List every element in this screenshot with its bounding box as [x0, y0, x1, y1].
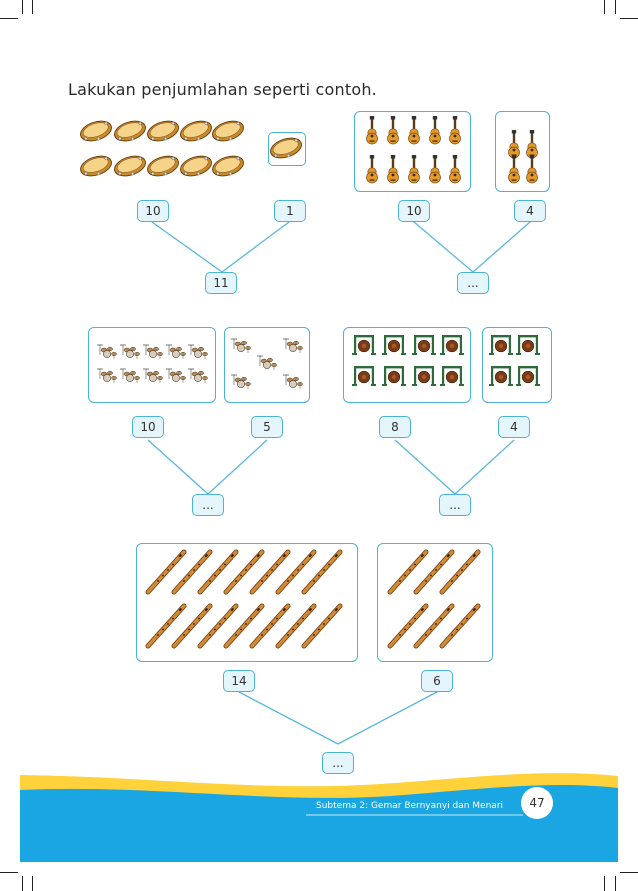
crop-mark — [604, 0, 605, 14]
crop-mark — [0, 872, 18, 873]
gong-right-frame — [482, 327, 552, 403]
tambourine-left-count: 10 — [137, 200, 169, 222]
crop-mark — [32, 0, 33, 14]
page-title: Lakukan penjumlahan seperti contoh. — [68, 80, 377, 99]
gong-result: ... — [439, 494, 471, 516]
crop-mark — [604, 876, 605, 891]
drum-right-count: 5 — [251, 416, 283, 438]
crop-mark — [615, 0, 616, 14]
footer-subtitle: Subtema 2: Gemar Bernyanyi dan Menari — [316, 801, 504, 811]
guitar-left-count: 10 — [398, 200, 430, 222]
gong-left-count: 8 — [379, 416, 411, 438]
tambourine-result: 11 — [205, 272, 237, 294]
crop-mark — [615, 876, 616, 891]
flute-result: ... — [322, 752, 354, 774]
drum-left-frame — [88, 327, 216, 403]
crop-mark — [32, 876, 33, 891]
guitar-right-frame — [495, 111, 550, 192]
gong-right-count: 4 — [498, 416, 530, 438]
page-number: 47 — [521, 787, 553, 819]
tambourine-right-count: 1 — [274, 200, 306, 222]
guitar-result: ... — [457, 272, 489, 294]
crop-mark — [620, 872, 638, 873]
crop-mark — [620, 18, 638, 19]
drum-result: ... — [192, 494, 224, 516]
crop-mark — [22, 876, 23, 891]
guitar-right-count: 4 — [514, 200, 546, 222]
crop-mark — [22, 0, 23, 14]
crop-mark — [0, 18, 18, 19]
flute-right-count: 6 — [421, 670, 453, 692]
flute-left-count: 14 — [223, 670, 255, 692]
gong-left-frame — [343, 327, 471, 403]
drum-left-count: 10 — [132, 416, 164, 438]
